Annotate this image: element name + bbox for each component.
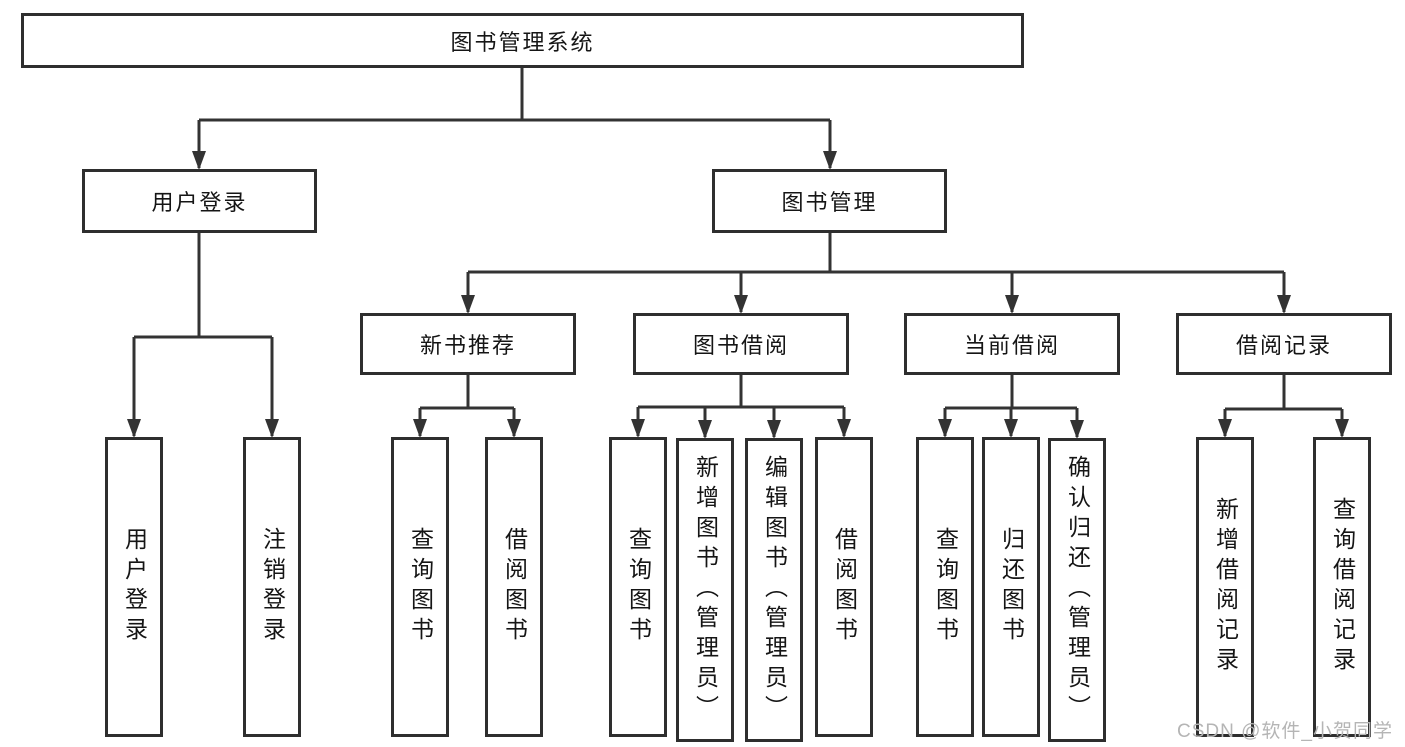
- leaf-edit-books-admin-label: 编辑图书（管理员）: [761, 455, 788, 725]
- leaf-return-books-label: 归还图书: [998, 527, 1025, 647]
- node-book-management-label: 图书管理: [781, 190, 878, 215]
- leaf-confirm-return-admin: 确认归还（管理员）: [1048, 438, 1106, 742]
- leaf-logout-label: 注销登录: [259, 527, 286, 647]
- leaf-query-books-current: 查询图书: [916, 437, 974, 737]
- leaf-query-books-current-label: 查询图书: [932, 527, 959, 647]
- leaf-borrow-books-borrowing-label: 借阅图书: [831, 527, 858, 647]
- leaf-query-borrow-record: 查询借阅记录: [1313, 437, 1371, 737]
- node-borrowing-records: 借阅记录: [1176, 313, 1392, 375]
- leaf-add-books-admin-label: 新增图书（管理员）: [692, 455, 719, 725]
- leaf-edit-books-admin: 编辑图书（管理员）: [745, 438, 803, 742]
- leaf-borrow-books-borrowing: 借阅图书: [815, 437, 873, 737]
- leaf-query-borrow-record-label: 查询借阅记录: [1329, 497, 1356, 677]
- leaf-add-borrow-record: 新增借阅记录: [1196, 437, 1254, 737]
- leaf-query-books-recommend-label: 查询图书: [407, 527, 434, 647]
- leaf-user-login: 用户登录: [105, 437, 163, 737]
- leaf-user-login-label: 用户登录: [121, 527, 148, 647]
- node-book-management: 图书管理: [712, 169, 947, 233]
- leaf-query-books-borrowing: 查询图书: [609, 437, 667, 737]
- node-user-login-label: 用户登录: [151, 190, 248, 215]
- leaf-query-books-borrowing-label: 查询图书: [625, 527, 652, 647]
- node-book-borrowing: 图书借阅: [633, 313, 849, 375]
- node-new-book-recommendation-label: 新书推荐: [419, 333, 516, 358]
- leaf-logout: 注销登录: [243, 437, 301, 737]
- csdn-watermark: CSDN @软件_小贺同学: [1177, 721, 1393, 742]
- node-library-system: 图书管理系统: [21, 13, 1024, 68]
- connector-paths: [132, 68, 1344, 437]
- node-book-borrowing-label: 图书借阅: [692, 333, 789, 358]
- node-new-book-recommendation: 新书推荐: [360, 313, 576, 375]
- node-current-borrowing-label: 当前借阅: [963, 333, 1060, 358]
- leaf-return-books: 归还图书: [982, 437, 1040, 737]
- leaf-confirm-return-admin-label: 确认归还（管理员）: [1064, 455, 1091, 725]
- leaf-borrow-books-recommend: 借阅图书: [485, 437, 543, 737]
- node-current-borrowing: 当前借阅: [904, 313, 1120, 375]
- leaf-add-books-admin: 新增图书（管理员）: [676, 438, 734, 742]
- leaf-borrow-books-recommend-label: 借阅图书: [501, 527, 528, 647]
- leaf-add-borrow-record-label: 新增借阅记录: [1212, 497, 1239, 677]
- node-user-login: 用户登录: [82, 169, 317, 233]
- leaf-query-books-recommend: 查询图书: [391, 437, 449, 737]
- node-borrowing-records-label: 借阅记录: [1235, 333, 1332, 358]
- node-library-system-label: 图书管理系统: [450, 29, 595, 55]
